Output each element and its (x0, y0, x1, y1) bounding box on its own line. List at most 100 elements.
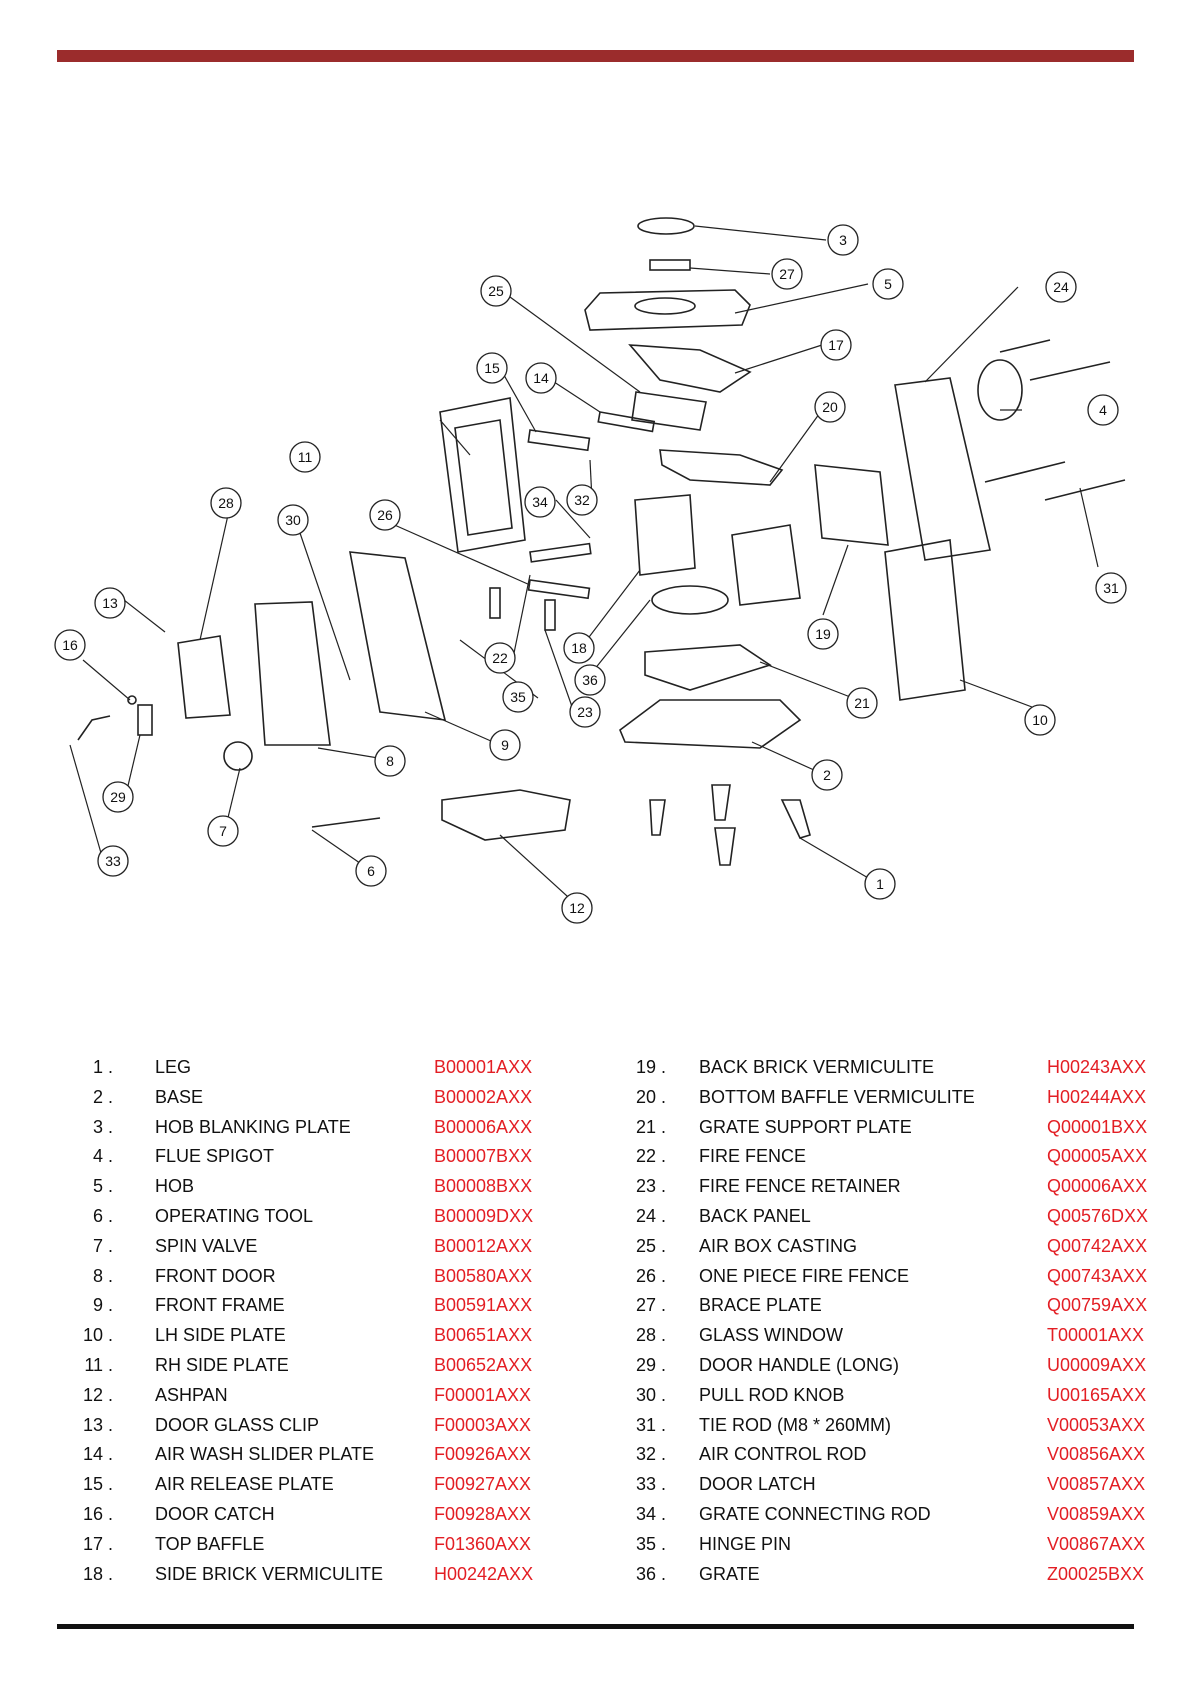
footer-bar (57, 1624, 1134, 1629)
callout-32: 32 (566, 484, 598, 516)
part-operating-tool (311, 817, 381, 828)
callout-label: 18 (571, 640, 587, 656)
part-description: TIE ROD (M8 * 260MM) (699, 1414, 892, 1435)
part-code: B00006AXX (434, 1116, 533, 1137)
part-fire-fence (529, 542, 592, 563)
callout-27: 27 (771, 258, 803, 290)
callout-circle (476, 352, 508, 384)
callout-28: 28 (210, 487, 242, 519)
part-code: Q00742AXX (1047, 1235, 1148, 1256)
callout-circle (484, 642, 516, 674)
callout-label: 7 (219, 823, 227, 839)
part-description: DOOR HANDLE (LONG) (699, 1354, 900, 1375)
part-number: 8 . (92, 1265, 113, 1286)
part-door-handle (137, 704, 153, 736)
part-code: H00244AXX (1047, 1086, 1147, 1107)
part-ashpan (441, 789, 571, 841)
part-description: FRONT DOOR (155, 1265, 276, 1286)
part-code: B00652AXX (434, 1354, 533, 1375)
part-back-brick (814, 464, 889, 546)
part-description: DOOR CATCH (155, 1503, 275, 1524)
part-description: GRATE SUPPORT PLATE (699, 1116, 912, 1137)
part-code: Q00006AXX (1047, 1176, 1148, 1197)
part-description: FIRE FENCE (699, 1146, 807, 1167)
callout-12: 12 (561, 892, 593, 924)
part-description: FIRE FENCE RETAINER (699, 1176, 901, 1197)
callout-label: 8 (386, 753, 394, 769)
part-description: GRATE CONNECTING ROD (699, 1503, 931, 1524)
callout-circle (820, 329, 852, 361)
part-description: SPIN VALVE (155, 1235, 258, 1256)
callout-circle (807, 618, 839, 650)
callout-circle (1087, 394, 1119, 426)
callout-circle (1024, 704, 1056, 736)
part-code: F00926AXX (434, 1444, 532, 1465)
part-code: Q00759AXX (1047, 1295, 1148, 1316)
callout-6: 6 (355, 855, 387, 887)
callout-1: 1 (864, 868, 896, 900)
callout-circle (827, 224, 859, 256)
callout-circle (563, 632, 595, 664)
part-code: B00002AXX (434, 1086, 533, 1107)
callout-circle (811, 759, 843, 791)
callout-label: 24 (1053, 279, 1069, 295)
part-description: HOB BLANKING PLATE (155, 1116, 351, 1137)
callout-18: 18 (563, 632, 595, 664)
callout-label: 33 (105, 853, 121, 869)
callout-11: 11 (289, 441, 321, 473)
callout-circle (502, 681, 534, 713)
part-description: PULL ROD KNOB (699, 1384, 845, 1405)
callout-21: 21 (846, 687, 878, 719)
part-code: B00008BXX (434, 1176, 533, 1197)
callout-label: 30 (285, 512, 301, 528)
callout-circle (1045, 271, 1077, 303)
part-air-wash-slider-plate (597, 411, 656, 433)
part-front-door (254, 601, 331, 746)
part-number: 18 . (82, 1563, 113, 1584)
part-rh-side-plate (439, 397, 526, 553)
part-number: 6 . (92, 1205, 113, 1226)
part-number: 25 . (635, 1235, 666, 1256)
part-code: F00928AXX (434, 1503, 532, 1524)
callout-23: 23 (569, 696, 601, 728)
part-description: BRACE PLATE (699, 1295, 822, 1316)
part-code: V00856AXX (1047, 1444, 1146, 1465)
part-grate-support-plate (644, 644, 772, 691)
callout-5: 5 (872, 268, 904, 300)
part-front-frame (349, 551, 447, 721)
callout-9: 9 (489, 729, 521, 761)
callout-circle (94, 587, 126, 619)
part-description: DOOR LATCH (699, 1474, 816, 1495)
callout-label: 11 (298, 449, 313, 465)
callout-circle (864, 868, 896, 900)
part-description: FRONT FRAME (155, 1295, 285, 1316)
callout-circle (374, 745, 406, 777)
callout-circle (574, 664, 606, 696)
callout-label: 16 (62, 637, 78, 653)
part-description: ASHPAN (155, 1384, 228, 1405)
part-number: 36 . (635, 1563, 666, 1584)
part-code: F00927AXX (434, 1474, 532, 1495)
callout-label: 31 (1103, 580, 1119, 596)
callout-label: 12 (569, 900, 585, 916)
callout-circle (525, 362, 557, 394)
part-code: V00867AXX (1047, 1533, 1146, 1554)
callout-label: 27 (779, 266, 795, 282)
callout-circle (54, 629, 86, 661)
callout-label: 13 (102, 595, 118, 611)
part-number: 23 . (635, 1176, 666, 1197)
